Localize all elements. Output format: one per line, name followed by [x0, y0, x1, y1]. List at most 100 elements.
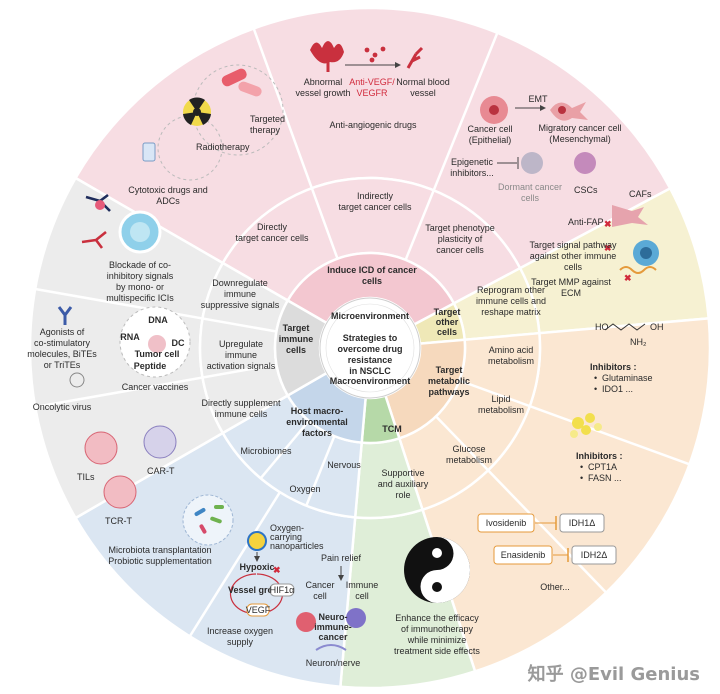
inhib2-item-2: •: [580, 473, 583, 483]
oncolytic-label: Oncolytic virus: [33, 402, 92, 412]
metabolic-label-3: pathways: [428, 387, 469, 397]
agonist-antibody-icon: [57, 306, 73, 325]
macroenvironment-label: Macroenvironment: [330, 376, 411, 386]
normal-vessel-icon: [406, 46, 424, 69]
tcm-text-2: of immunotherapy: [401, 624, 474, 634]
nervous-label: Nervous: [327, 460, 361, 470]
lipid-2: metabolism: [478, 405, 524, 415]
oxygen-np-1: Oxygen-: [270, 523, 304, 533]
divider-host-outer-0: [188, 491, 281, 637]
neuro-cancer-cell-icon: [296, 612, 316, 632]
wheel-sectors: [28, 6, 712, 690]
immune-label-2: immune: [279, 334, 314, 344]
tils-icon: [84, 431, 118, 465]
blockade-3: by mono- or: [116, 282, 164, 292]
outer-oxygen-section: Oxygen- carrying nanoparticles Hypoxic ✖…: [207, 523, 324, 647]
outer-angio-section: Abnormal vessel growth Anti-VEGF/ VEGFR …: [295, 41, 450, 130]
supplement-2: immune cells: [215, 409, 268, 419]
block-x-icon-3: ✖: [624, 273, 632, 283]
cancer-epithelial-2: (Epithelial): [469, 135, 512, 145]
ivosidenib-box: [477, 513, 535, 533]
reprogram-1: Reprogram other: [477, 285, 545, 295]
inhib1-item-2: •: [594, 384, 597, 394]
agonists-1: Agonists of: [40, 327, 85, 337]
divider-host-mid-1: [259, 419, 310, 480]
abnormal-vessel-2: vessel growth: [295, 88, 350, 98]
ici-antibody-icon-2: [81, 230, 107, 249]
outer-cell-therapy-section: TILs CAR-T TCR-T: [77, 425, 177, 526]
microbiota-2: Probiotic supplementation: [108, 556, 212, 566]
dormant-1: Dormant cancer: [498, 182, 562, 192]
cancer-vaccines-label: Cancer vaccines: [122, 382, 189, 392]
other-cells-label-3: cells: [437, 327, 457, 337]
center-hub: Microenvironment Macroenvironment Strate…: [319, 297, 421, 399]
phenotype-3: cancer cells: [436, 245, 484, 255]
vaccine-dc: DC: [172, 338, 185, 348]
tils-label: TILs: [77, 472, 95, 482]
increase-oxygen-2: supply: [227, 637, 254, 647]
dormant-cell-icon: [521, 152, 543, 174]
lipid-droplet-icon: [572, 417, 584, 429]
oncolytic-virus-icon: [69, 372, 85, 388]
amino-acid-2: metabolism: [488, 356, 534, 366]
outer-tcm-section: Enhance the efficacy of immunotherapy wh…: [394, 537, 480, 656]
targeted-therapy-2: therapy: [250, 125, 281, 135]
reprogram-2: immune cells and: [476, 296, 546, 306]
vaccine-dna: DNA: [148, 315, 168, 325]
tcm-text-1: Enhance the efficacy: [395, 613, 479, 623]
center-title-1: Strategies to: [343, 333, 398, 343]
other-label: Other...: [540, 582, 570, 592]
oh-label: OH: [650, 322, 664, 332]
reprogram-3: reshape matrix: [481, 307, 541, 317]
directly-target-1: Directly: [257, 222, 288, 232]
host-label-3: factors: [302, 428, 332, 438]
microbiota-1: Microbiota transplantation: [108, 545, 211, 555]
cpt1a-label: CPT1A: [588, 462, 617, 472]
vessel-growth-label: Vessel growth: [228, 585, 289, 595]
outer-amino-section: HO OH NH₂ Inhibitors : • Glutaminase • I…: [590, 322, 664, 394]
downregulate-1: Downregulate: [212, 278, 268, 288]
enasidenib-label: Enasidenib: [501, 550, 546, 560]
other-cells-label-2: other: [436, 317, 459, 327]
microenvironment-label: Microenvironment: [331, 311, 409, 321]
immune-cell-n-2: cell: [355, 591, 369, 601]
anti-vegf-1: Anti-VEGF/: [349, 77, 395, 87]
cafs-label: CAFs: [629, 189, 652, 199]
mmp-2: ECM: [561, 288, 581, 298]
directly-target-2: target cancer cells: [235, 233, 309, 243]
mmp-1: Target MMP against: [531, 277, 611, 287]
upregulate-3: activation signals: [207, 361, 276, 371]
cscs-label: CSCs: [574, 185, 598, 195]
vaccine-peptide: Peptide: [134, 361, 167, 371]
epigenetic-1: Epigenetic: [451, 157, 494, 167]
divider-immune-0: [34, 363, 277, 409]
pain-relief-label: Pain relief: [321, 553, 362, 563]
emt-label: EMT: [529, 94, 549, 104]
glucose-1: Glucose: [452, 444, 485, 454]
radiotherapy-label: Radiotherapy: [196, 142, 250, 152]
outer-microbiome-section: Microbiota transplantation Probiotic sup…: [108, 494, 234, 566]
caf-icon: [612, 205, 648, 227]
ho-label: HO: [595, 322, 609, 332]
icd-label-2: cells: [362, 276, 382, 286]
idh1-label: IDH1Δ: [569, 518, 596, 528]
phenotype-1: Target phenotype: [425, 223, 495, 233]
cancer-cell-n-1: Cancer: [305, 580, 334, 590]
fasn-label: FASN ...: [588, 473, 622, 483]
normal-vessel-2: vessel: [410, 88, 436, 98]
hif-box: [269, 583, 295, 597]
outer-nervous-section: Pain relief Cancer cell Immune cell Neur…: [296, 553, 378, 668]
inhibitors-1-title: Inhibitors :: [590, 362, 637, 372]
immune-label-1: Target: [283, 323, 310, 333]
block-x-icon-2: ✖: [604, 243, 612, 253]
watermark: 知乎 @Evil Genius: [528, 663, 700, 685]
ido1-label: IDO1 ...: [602, 384, 633, 394]
tcm-label: TCM: [382, 424, 402, 434]
neuro-immune-cell-icon: [346, 608, 366, 628]
glutamine-structure-icon: [604, 323, 646, 331]
tcr-t-label: TCR-T: [105, 516, 132, 526]
anti-angiogenic-label: Anti-angiogenic drugs: [329, 120, 417, 130]
microbiomes-label: Microbiomes: [240, 446, 292, 456]
inhibitors-2-title: Inhibitors :: [576, 451, 623, 461]
blockade-1: Blockade of co-: [109, 260, 171, 270]
